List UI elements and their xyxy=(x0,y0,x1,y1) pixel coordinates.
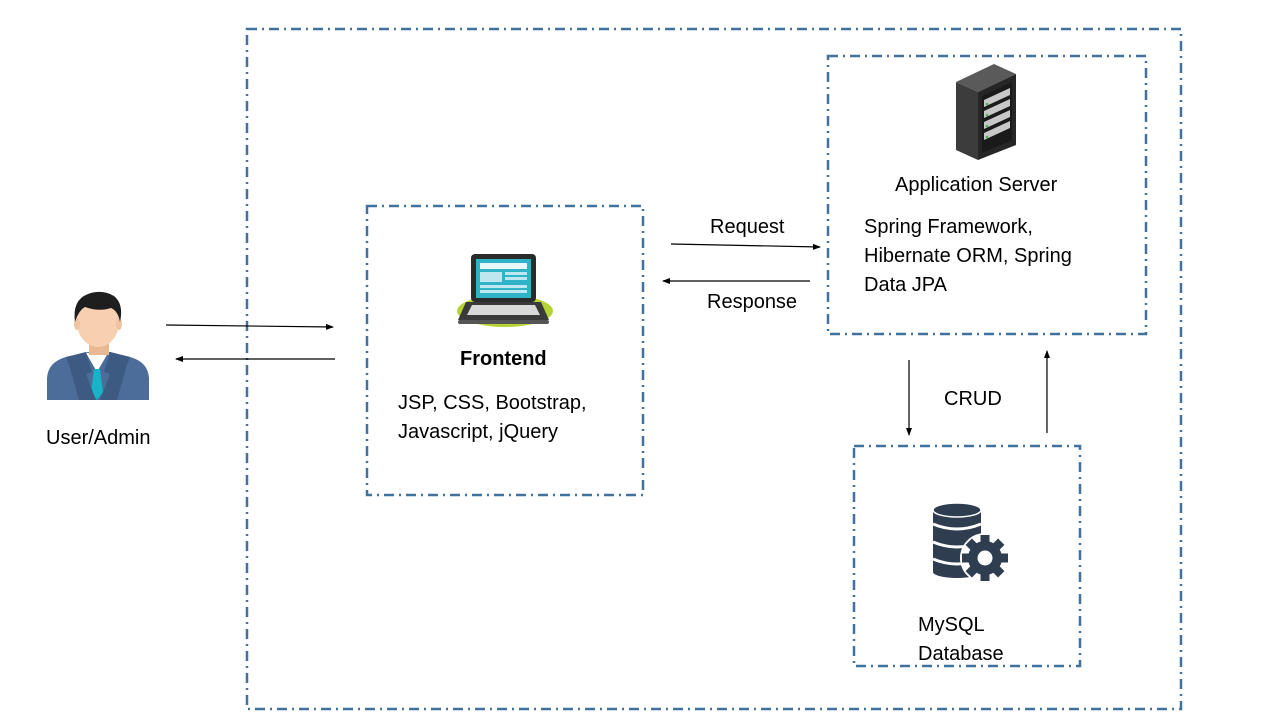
app-server-title: Application Server xyxy=(895,174,1058,196)
request-arrow xyxy=(670,243,821,250)
server-rack-icon xyxy=(956,64,1016,160)
crud-label: CRUD xyxy=(944,388,1002,410)
database-label-line-2: Database xyxy=(918,643,1004,665)
user-admin-icon xyxy=(47,291,149,400)
database-box xyxy=(852,444,1082,668)
app-server-tech-line-2: Hibernate ORM, Spring xyxy=(864,245,1072,267)
user-admin-label: User/Admin xyxy=(46,427,151,449)
app-server-tech-line-3: Data JPA xyxy=(864,274,947,296)
response-label: Response xyxy=(707,291,798,313)
laptop-icon xyxy=(457,254,553,327)
frontend-tech-line-1: JSP, CSS, Bootstrap, xyxy=(398,392,587,414)
request-label: Request xyxy=(710,216,785,238)
system-boundary xyxy=(245,27,1183,711)
frontend-box xyxy=(365,204,645,497)
app-server-box xyxy=(826,54,1148,336)
app-server-tech-line-1: Spring Framework, xyxy=(864,216,1033,238)
frontend-title: Frontend xyxy=(460,348,547,370)
user-to-frontend-arrow xyxy=(165,323,334,330)
database-gear-icon xyxy=(932,502,1010,583)
frontend-tech-line-2: Javascript, jQuery xyxy=(398,421,559,443)
database-label-line-1: MySQL xyxy=(918,614,985,636)
